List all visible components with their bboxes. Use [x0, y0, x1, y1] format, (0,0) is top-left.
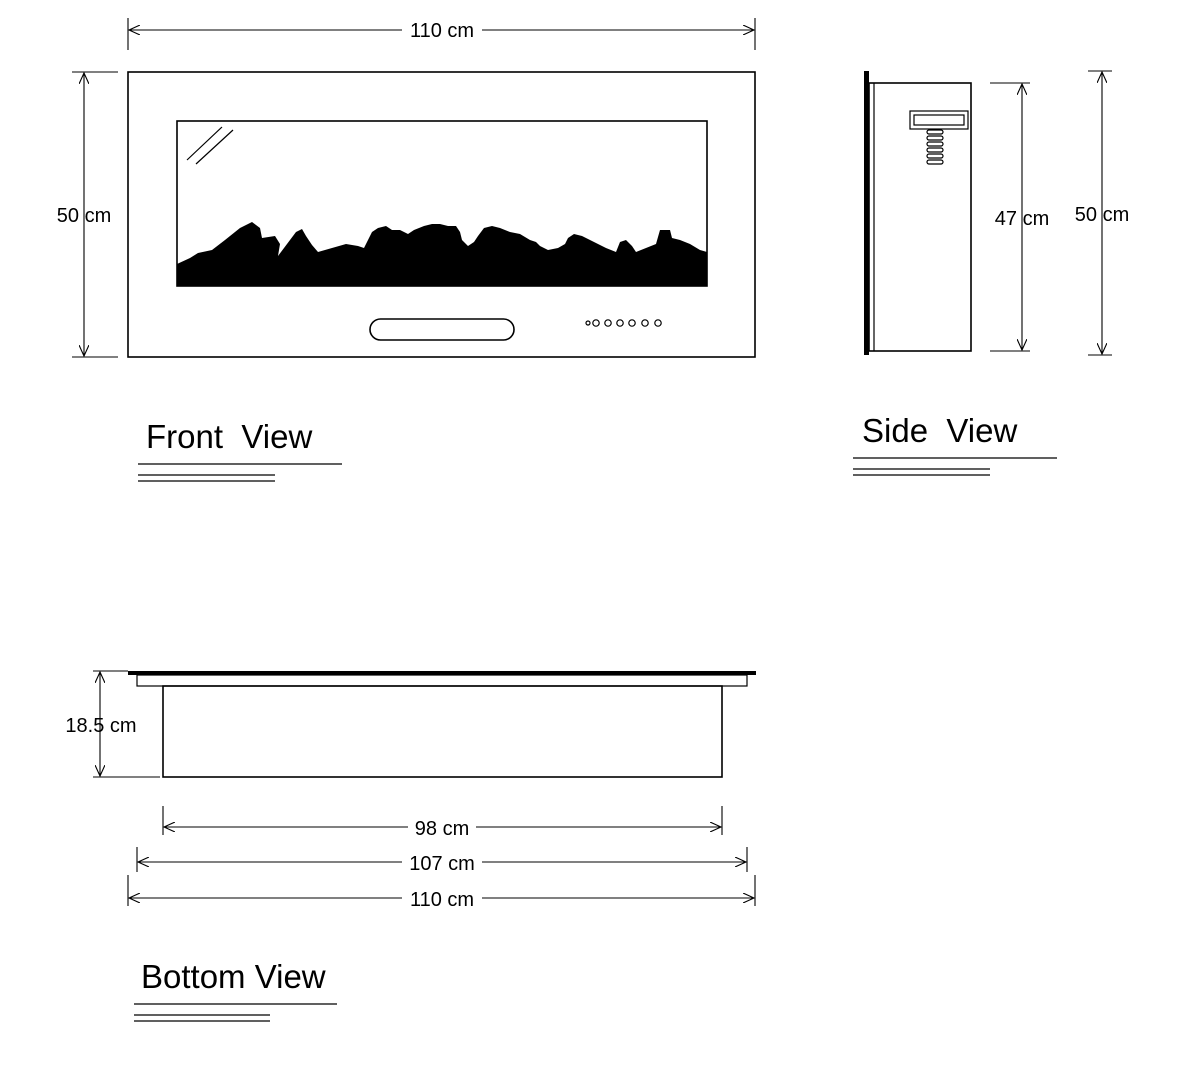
front-view: 110 cm 50 cm — [57, 18, 756, 482]
side-outer-height-dimension: 50 cm — [1075, 70, 1129, 356]
bottom-width-label: 107 cm — [409, 853, 475, 875]
bottom-width-label: 110 cm — [410, 889, 474, 911]
side-view-title: Side View — [862, 412, 1017, 449]
front-height-label: 50 cm — [57, 205, 111, 227]
log-silhouette-icon — [177, 222, 707, 286]
control-buttons — [585, 319, 662, 327]
wall-bracket-icon — [909, 110, 969, 165]
control-slot — [369, 318, 515, 341]
bottom-depth-dimension: 18.5 cm — [65, 670, 160, 778]
button-icon — [592, 319, 600, 327]
bottom-width-dimension-flange: 107 cm — [136, 847, 748, 875]
side-inner-height-label: 47 cm — [995, 208, 1049, 230]
front-width-label: 110 cm — [410, 20, 474, 42]
button-icon — [641, 319, 649, 327]
front-panel-edge — [864, 71, 869, 355]
side-body — [868, 82, 972, 352]
bottom-front-panel — [128, 671, 756, 675]
button-icon — [628, 319, 636, 327]
side-outer-height-label: 50 cm — [1075, 204, 1129, 226]
bottom-depth-label: 18.5 cm — [65, 715, 136, 737]
bottom-width-dimension-outer: 110 cm — [127, 875, 756, 911]
bottom-body — [162, 685, 723, 778]
indicator-light-icon — [585, 320, 591, 326]
front-view-title: Front View — [146, 418, 312, 455]
front-width-dimension: 110 cm — [127, 18, 756, 50]
bottom-view: 18.5 cm 98 cm 107 cm 110 cm Bottom — [65, 670, 756, 1022]
side-inner-height-dimension: 47 cm — [990, 82, 1049, 352]
front-height-dimension: 50 cm — [57, 71, 118, 358]
bottom-flange — [136, 674, 748, 687]
bottom-width-dimension-inner: 98 cm — [162, 806, 723, 840]
button-icon — [654, 319, 662, 327]
bottom-view-title: Bottom View — [141, 958, 326, 995]
button-icon — [616, 319, 624, 327]
glass-reflection-icon — [186, 126, 234, 165]
side-view: 47 cm 50 cm Side View — [853, 70, 1129, 476]
button-icon — [604, 319, 612, 327]
fireplace-frame — [127, 71, 756, 358]
bottom-width-label: 98 cm — [415, 818, 469, 840]
